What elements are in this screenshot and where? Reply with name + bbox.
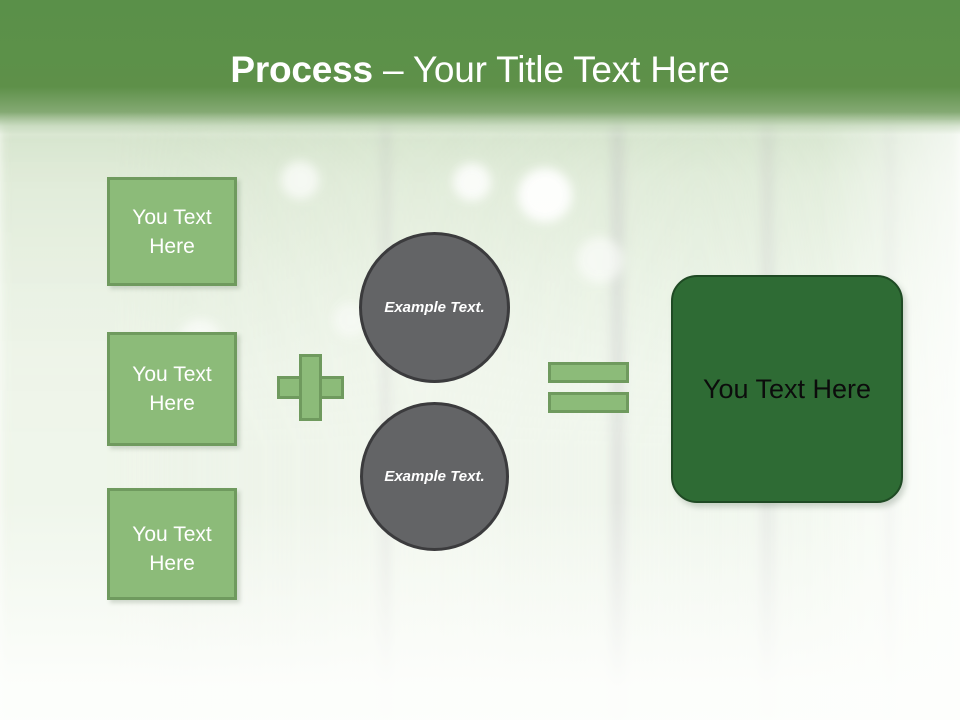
- page-title-strong: Process: [230, 49, 373, 90]
- input-box-1[interactable]: You Text Here: [107, 177, 237, 286]
- example-circle-1[interactable]: Example Text.: [359, 232, 510, 383]
- plus-center-fill: [302, 379, 319, 396]
- input-box-3-label: You Text Here: [132, 523, 212, 575]
- equals-top-bar: [548, 362, 629, 383]
- plus-icon: [277, 354, 344, 421]
- equals-bottom-bar: [548, 392, 629, 413]
- result-box-label: You Text Here: [702, 374, 872, 404]
- input-box-1-label: You Text Here: [132, 205, 212, 258]
- example-circle-2-label: Example Text.: [384, 468, 485, 485]
- example-circle-1-label: Example Text.: [384, 299, 485, 316]
- page-title-dash: –: [372, 49, 413, 90]
- input-box-3[interactable]: You Text Here: [107, 488, 237, 600]
- equals-icon: [548, 362, 629, 413]
- page-title: Process – Your Title Text Here: [0, 48, 960, 92]
- example-circle-2[interactable]: Example Text.: [360, 402, 509, 551]
- header-banner: Process – Your Title Text Here: [0, 0, 960, 140]
- input-box-2[interactable]: You Text Here: [107, 332, 237, 446]
- page-title-rest: Your Title Text Here: [412, 49, 730, 90]
- input-box-2-label: You Text Here: [132, 363, 212, 415]
- result-box[interactable]: You Text Here: [671, 275, 903, 503]
